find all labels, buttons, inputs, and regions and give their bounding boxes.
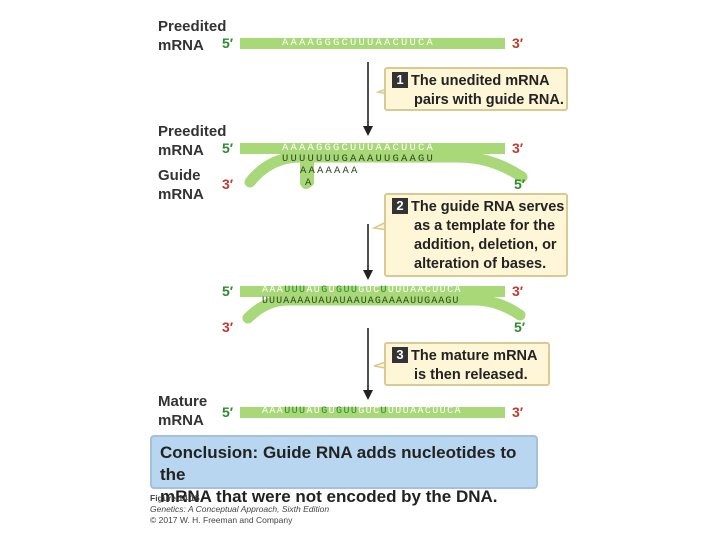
label-guide-mrna: Guide mRNA — [158, 167, 204, 203]
guide-overhang-tail: A — [305, 177, 314, 189]
step-2-number: 2 — [392, 198, 408, 214]
preedited-sequence: AAAAGGGCUUUAACUUCA — [282, 37, 436, 49]
edited-strand — [240, 286, 505, 297]
label-preedited-mrna-2: Preedited mRNA — [158, 123, 227, 159]
five-prime-end-2: 5′ — [222, 140, 234, 156]
step-1-line-2: pairs with guide RNA. — [414, 92, 564, 108]
step-2-line-2: as a template for the — [414, 218, 556, 234]
figure-number: Figure 14.15 — [150, 493, 200, 503]
step-1-number: 1 — [392, 72, 408, 88]
conclusion-box: Conclusion: Guide RNA adds nucleotides t… — [150, 435, 538, 506]
three-prime-end-2: 3′ — [512, 140, 524, 156]
conclusion-line-1: Guide RNA adds nucleotides to the — [160, 443, 517, 484]
edited-three-prime: 3′ — [512, 283, 524, 299]
flow-arrow — [363, 62, 373, 400]
edited-guide-five-prime: 5′ — [514, 319, 526, 335]
book-title: Genetics: A Conceptual Approach, Sixth E… — [150, 504, 330, 514]
mature-three-prime: 3′ — [512, 404, 524, 420]
edited-guide-sequence: UUUAAAAUAUAUAAUAGAAAAUUGAAGU — [262, 296, 460, 307]
step-2-line-4: alteration of bases. — [414, 256, 547, 272]
step-2-line-3: addition, deletion, or — [414, 237, 557, 253]
edited-guide-strand — [242, 294, 526, 324]
guide-three-prime: 3′ — [222, 176, 234, 192]
guide-rna-strand — [244, 151, 528, 189]
step-3-line-1: The mature mRNA — [411, 348, 538, 364]
edited-guide-three-prime: 3′ — [222, 319, 234, 335]
copyright: © 2017 W. H. Freeman and Company — [150, 515, 293, 525]
guide-sequence: UUUUUUUGAAAUUGAAGU — [282, 153, 436, 165]
figure-caption: Figure 14.15 Genetics: A Conceptual Appr… — [150, 493, 450, 526]
step-1-line-1: The unedited mRNA — [411, 73, 550, 89]
step-3-number: 3 — [392, 347, 408, 363]
step-3-line-2: is then released. — [414, 367, 528, 383]
mature-strand — [240, 407, 505, 418]
edited-five-prime: 5′ — [222, 283, 234, 299]
label-mature-mrna: Mature mRNA — [158, 393, 208, 429]
mature-sequence: AAAUUUAUGUGUUGUCUUUUAACUUCA — [262, 406, 462, 417]
five-prime-end: 5′ — [222, 35, 234, 51]
mature-five-prime: 5′ — [222, 404, 234, 420]
label-preedited-mrna-1: Preedited mRNA — [158, 18, 227, 54]
preedited-sequence-2: AAAAGGGCUUUAACUUCA — [282, 142, 436, 154]
conclusion-lead: Conclusion: — [160, 443, 259, 462]
preedited-strand — [240, 38, 505, 49]
step-2-line-1: The guide RNA serves — [411, 199, 565, 215]
preedited-strand-2 — [240, 143, 505, 154]
three-prime-end: 3′ — [512, 35, 524, 51]
conclusion-line-2: mRNA that were not encoded by the DNA. — [160, 487, 498, 506]
edited-sequence: AAAUUUAUGUGUUGUCUUUUAACUUCA — [262, 285, 462, 296]
guide-overhang: AAAAAAA — [300, 165, 360, 177]
guide-five-prime: 5′ — [514, 176, 526, 192]
